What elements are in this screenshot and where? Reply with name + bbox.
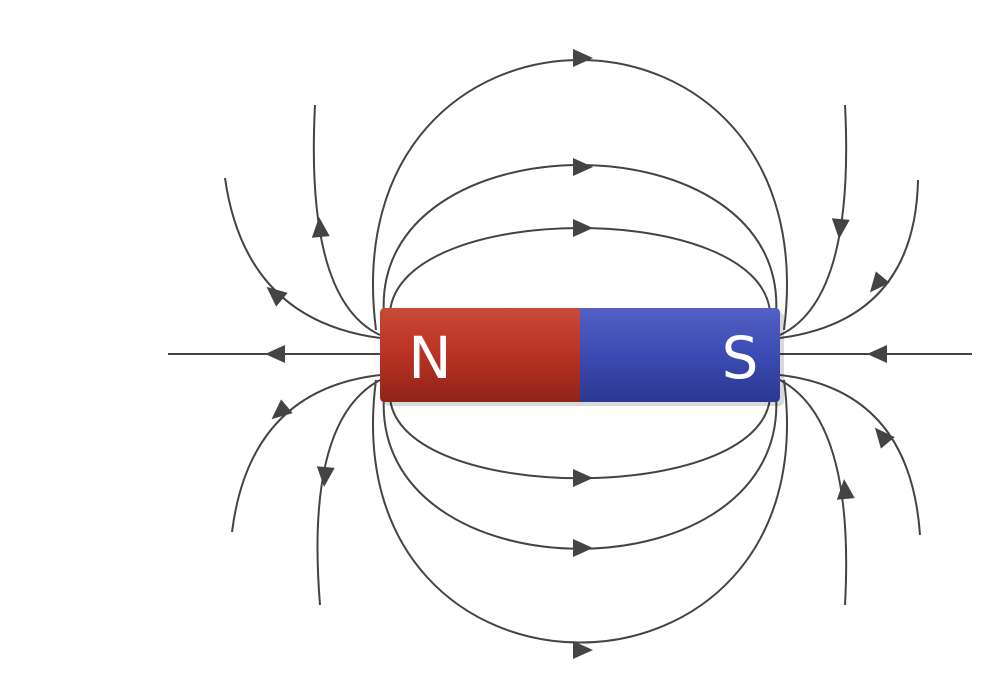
field-line-top-inner <box>389 227 771 313</box>
arrow-icon <box>573 158 593 176</box>
arrow-icon <box>836 479 855 500</box>
arrow-icon <box>266 286 288 307</box>
arrow-icon <box>316 466 335 487</box>
arrow-icon <box>311 217 330 238</box>
field-line-right-up-2 <box>779 179 919 339</box>
field-arrows <box>265 49 895 659</box>
north-pole <box>380 308 580 402</box>
arrow-icon <box>869 271 890 293</box>
arrow-icon <box>831 218 850 239</box>
arrow-icon <box>271 399 293 420</box>
bar-magnet: N S <box>380 308 784 406</box>
arrow-icon <box>573 641 593 659</box>
arrow-icon <box>265 345 285 363</box>
field-line-left-up-2 <box>224 177 381 339</box>
field-line-top-middle <box>382 164 778 316</box>
field-line-right-down-1 <box>779 374 921 536</box>
field-line-right-up-1 <box>779 104 848 336</box>
field-line-bottom-middle <box>382 394 778 550</box>
arrow-icon <box>874 427 895 449</box>
field-line-right-down-2 <box>779 379 848 606</box>
field-line-bottom-outer <box>372 379 788 644</box>
field-line-left-down-1 <box>231 374 381 533</box>
south-pole <box>580 308 780 402</box>
north-label: N <box>408 324 451 392</box>
field-line-bottom-inner <box>389 397 771 480</box>
field-line-left-down-2 <box>316 379 381 606</box>
arrow-icon <box>573 49 593 67</box>
field-line-top-outer <box>372 59 788 331</box>
arrow-icon <box>573 219 593 237</box>
field-line-left-up-1 <box>312 104 381 336</box>
arrow-icon <box>573 539 593 557</box>
arrow-icon <box>867 345 887 363</box>
south-label: S <box>722 324 759 392</box>
arrow-icon <box>573 469 593 487</box>
